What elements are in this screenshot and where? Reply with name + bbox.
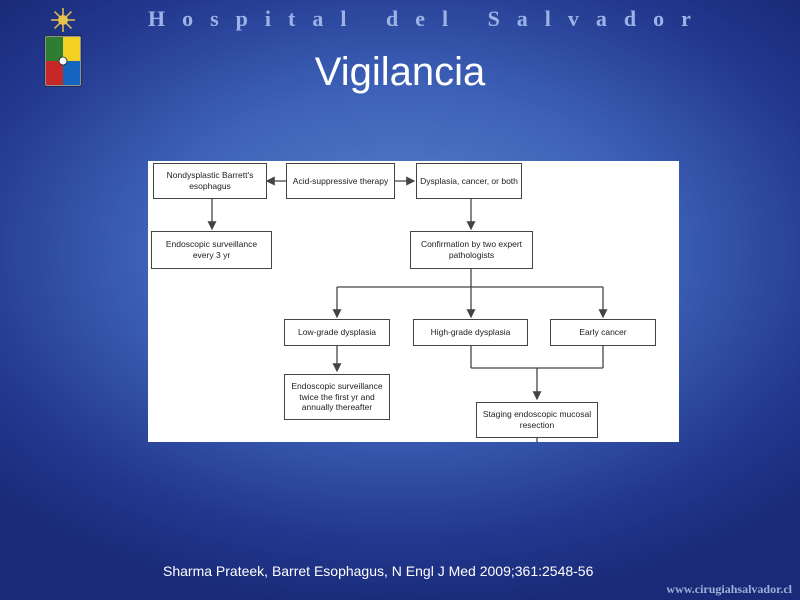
node-confirmation-pathologists: Confirmation by two expert pathologists [410,231,533,269]
node-early-cancer: Early cancer [550,319,656,346]
slide-title: Vigilancia [314,50,486,94]
flowchart-figure: Nondysplastic Barrett's esophagus Acid-s… [148,161,679,442]
node-staging-mucosal-resection: Staging endoscopic mucosal resection [476,402,598,438]
website-url: www.cirugiahsalvador.cl [666,582,792,596]
node-surveillance-every-3-yr: Endoscopic surveillance every 3 yr [151,231,272,269]
node-high-grade-dysplasia: High-grade dysplasia [413,319,528,346]
node-acid-suppressive-therapy: Acid-suppressive therapy [286,163,395,199]
node-surveillance-twice-first-yr: Endoscopic surveillance twice the first … [284,374,390,420]
flowchart-connectors [207,176,608,442]
node-low-grade-dysplasia: Low-grade dysplasia [284,319,390,346]
node-nondysplastic-barretts: Nondysplastic Barrett's esophagus [153,163,267,199]
hospital-header-title: Hospital del Salvador [148,6,708,31]
reference-citation: Sharma Prateek, Barret Esophagus, N Engl… [163,563,594,579]
node-dysplasia-cancer-or-both: Dysplasia, cancer, or both [416,163,522,199]
university-crest-logo [44,8,82,87]
